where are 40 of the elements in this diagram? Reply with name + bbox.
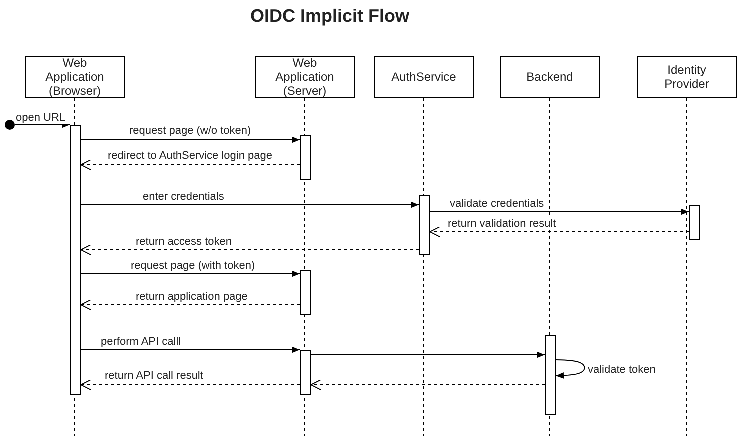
diagram-title: OIDC Implicit Flow [249,6,410,27]
message-arrow [80,160,300,170]
message-arrow [80,300,300,310]
edge-label: return access token [135,236,233,248]
edge-label: perform API calll [100,336,182,348]
message-arrow [430,208,690,216]
participant-box: Backend [500,56,600,98]
activation-bar [419,195,430,255]
activation-bar [300,350,311,395]
edge-label: validate credentials [449,198,546,210]
edge-label: enter credentials [142,191,226,203]
participant-box: Identity Provider [637,56,737,98]
start-dot [5,120,15,130]
message-arrow [310,352,546,358]
activation-bar [300,270,311,315]
participant-box: Web Application (Browser) [25,56,125,98]
message-arrow [80,270,300,278]
message-arrow [80,244,420,256]
edge-label: request page (with token) [130,260,256,272]
activation-bar [70,125,81,395]
edge-label: validate token [587,364,657,376]
activation-bar [545,335,556,415]
participant-box: Web Application (Server) [255,56,355,98]
edge-label: return API call result [104,370,204,382]
edge-label: return application page [135,291,249,303]
message-arrow [430,226,690,238]
activation-bar [689,205,700,240]
activation-bar [300,135,311,180]
message-arrow [80,380,300,390]
message-arrow [310,380,546,390]
message-arrow [556,360,586,379]
message-arrow [80,202,420,208]
message-arrow [14,122,70,128]
participant-box: AuthService [374,56,474,98]
edge-label: open URL [15,112,67,124]
message-arrow [80,346,300,354]
message-arrow [80,136,300,144]
edge-label: redirect to AuthService login page [107,150,274,162]
edge-label: request page (w/o token) [128,125,252,137]
edge-label: return validation result [447,218,558,230]
